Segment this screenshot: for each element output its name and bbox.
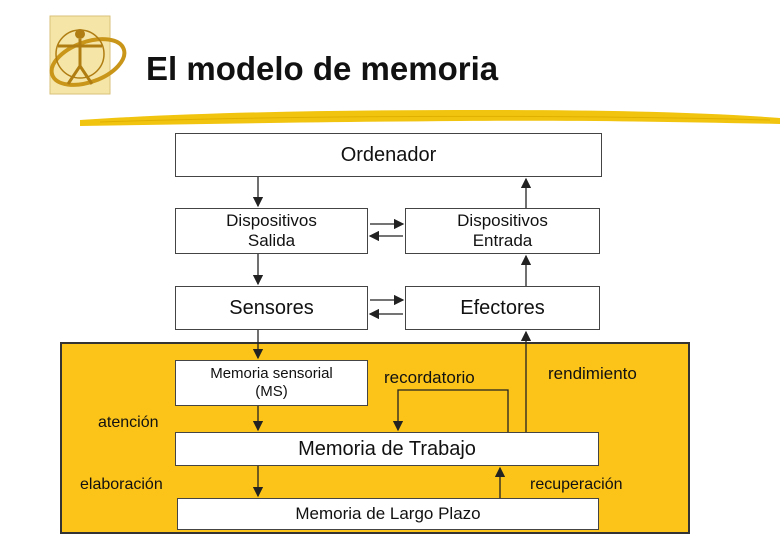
vitruvian-man-icon [48, 14, 138, 96]
dispositivos-entrada-box: Dispositivos Entrada [405, 208, 600, 254]
dispositivos-entrada-label: Dispositivos Entrada [457, 210, 548, 250]
rendimiento-label: rendimiento [548, 364, 637, 383]
sensores-label: Sensores [229, 297, 314, 319]
memoria-trabajo-label: Memoria de Trabajo [298, 438, 476, 460]
atencion-label: atención [98, 414, 159, 431]
memoria-largo-plazo-box: Memoria de Largo Plazo [177, 498, 599, 530]
decorative-stroke [80, 110, 780, 126]
elaboracion-label: elaboración [80, 476, 163, 493]
memoria-trabajo-box: Memoria de Trabajo [175, 432, 599, 466]
dispositivos-salida-label: Dispositivos Salida [226, 210, 317, 250]
memoria-largo-plazo-label: Memoria de Largo Plazo [295, 503, 481, 523]
page-title: El modelo de memoria [146, 50, 499, 87]
efectores-label: Efectores [460, 297, 545, 319]
efectores-box: Efectores [405, 286, 600, 330]
memoria-sensorial-box: Memoria sensorial (MS) [175, 360, 368, 406]
sensores-box: Sensores [175, 286, 368, 330]
recuperacion-label: recuperación [530, 476, 623, 493]
ordenador-box: Ordenador [175, 133, 602, 177]
recordatorio-label: recordatorio [384, 368, 475, 387]
ordenador-label: Ordenador [340, 144, 437, 166]
dispositivos-salida-box: Dispositivos Salida [175, 208, 368, 254]
memoria-sensorial-label: Memoria sensorial (MS) [210, 365, 333, 400]
